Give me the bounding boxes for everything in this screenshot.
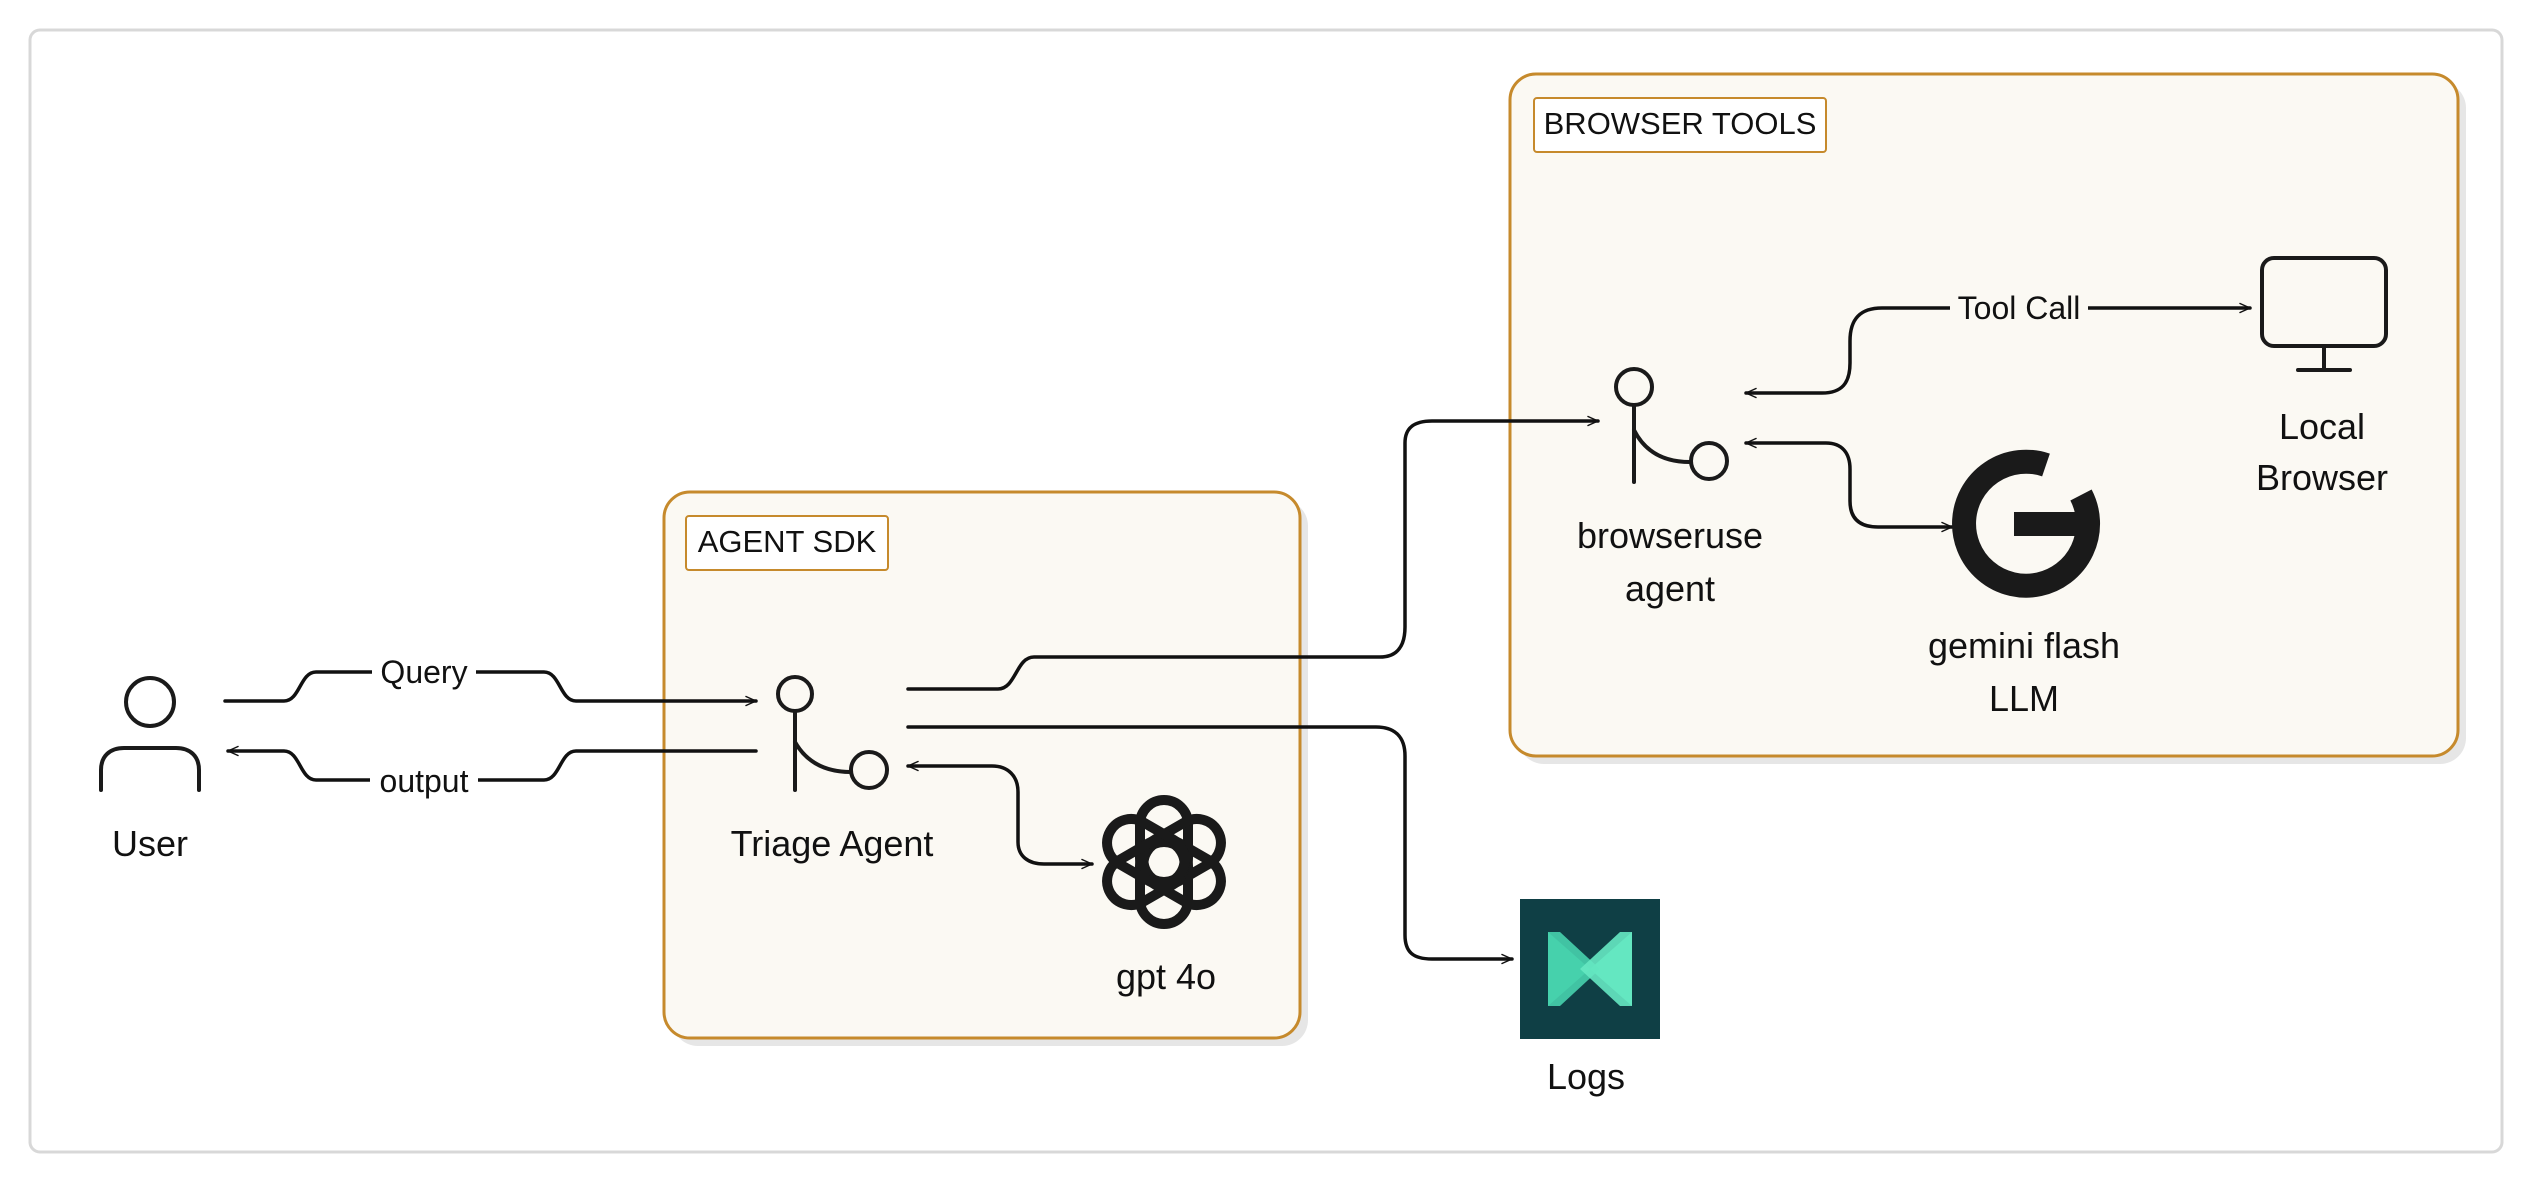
local-browser-node: Local Browser bbox=[2256, 256, 2388, 498]
openai-logo-icon bbox=[1102, 795, 1226, 929]
gemini-label-line2: LLM bbox=[1989, 678, 2059, 719]
browser-tools-group: BROWSER TOOLS bbox=[1508, 72, 2466, 764]
browseruse-gemini-edge bbox=[1744, 437, 1954, 533]
browseruse-agent-label-line1: browseruse bbox=[1577, 515, 1763, 556]
triage-gpt4o-edge bbox=[906, 760, 1094, 870]
local-browser-label-line2: Browser bbox=[2256, 457, 2388, 498]
logs-label: Logs bbox=[1547, 1056, 1625, 1097]
google-g-icon bbox=[1952, 449, 2100, 598]
tool-call-edge-label: Tool Call bbox=[1958, 290, 2081, 326]
user-label: User bbox=[112, 823, 188, 864]
monitor-icon bbox=[2260, 256, 2388, 372]
browseruse-agent-node: browseruse agent bbox=[1577, 367, 1763, 609]
agent-icon bbox=[776, 675, 889, 792]
edges: Query output Tool Call bbox=[223, 288, 2252, 965]
gemini-label-line1: gemini flash bbox=[1928, 625, 2120, 666]
query-edge-label: Query bbox=[380, 654, 467, 690]
browser-tools-title-box bbox=[1533, 97, 1827, 153]
output-edge-label: output bbox=[380, 763, 469, 799]
triage-to-logs-edge bbox=[906, 725, 1514, 965]
user-icon bbox=[99, 676, 201, 792]
triage-agent-label: Triage Agent bbox=[731, 823, 934, 864]
tool-call-edge bbox=[1744, 302, 2252, 399]
gpt4o-node: gpt 4o bbox=[1102, 795, 1226, 997]
logs-node: Logs bbox=[1520, 899, 1660, 1097]
agent-icon bbox=[1614, 367, 1729, 484]
agent-sdk-title: AGENT SDK bbox=[698, 524, 877, 559]
gpt4o-label: gpt 4o bbox=[1116, 956, 1216, 997]
browser-tools-title: BROWSER TOOLS bbox=[1544, 106, 1817, 141]
user-node: User bbox=[99, 676, 201, 864]
browseruse-agent-label-line2: agent bbox=[1625, 568, 1715, 609]
gemini-node: gemini flash LLM bbox=[1928, 449, 2120, 719]
logs-logo-icon bbox=[1520, 899, 1660, 1039]
browser-tools-group-box bbox=[1508, 72, 2460, 758]
agent-sdk-title-box bbox=[685, 515, 889, 571]
triage-to-browseruse-edge bbox=[906, 415, 1600, 691]
triage-agent-node: Triage Agent bbox=[731, 675, 934, 864]
local-browser-label-line1: Local bbox=[2279, 406, 2365, 447]
